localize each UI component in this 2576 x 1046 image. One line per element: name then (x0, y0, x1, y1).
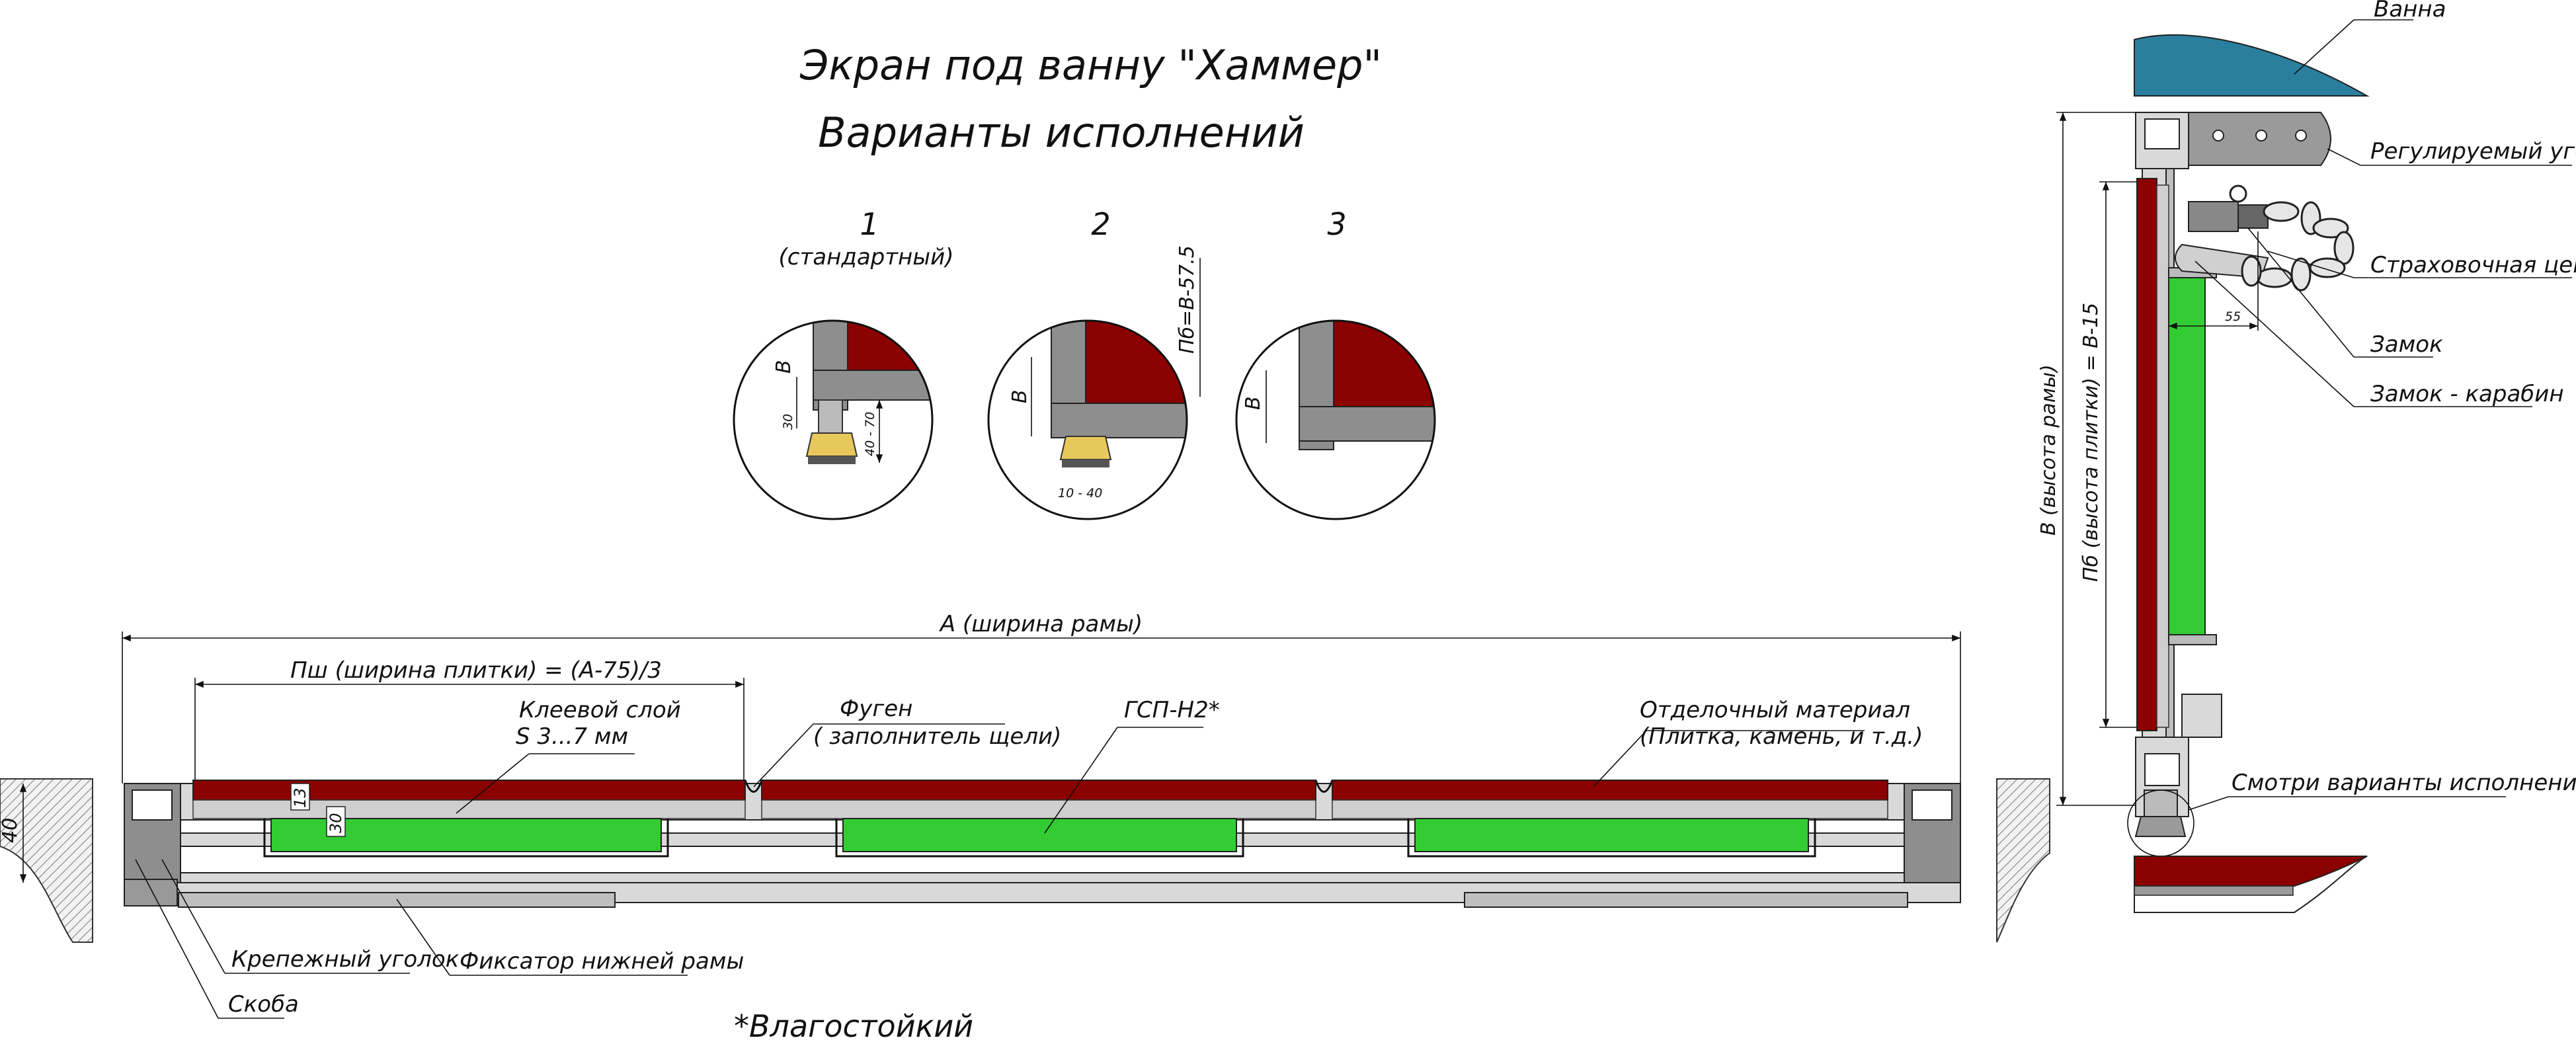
clip-label: Скоба (228, 991, 299, 1018)
bracket-label: Крепежный уголок (231, 946, 460, 973)
carabiner-label: Замок - карабин (2370, 381, 2564, 407)
panel-3 (1332, 780, 1888, 858)
see-variants-label: Смотри варианты исполнений (2232, 770, 2576, 796)
title-line1: Экран под ванну "Хаммер" (799, 41, 1382, 89)
variant-1-circle (733, 319, 934, 520)
corner-label: Регулируемый уголок (2370, 138, 2576, 165)
dim-30: 30 (327, 813, 345, 833)
right-wall (1996, 778, 2050, 943)
mount-clip (124, 879, 178, 906)
lock-body (2188, 201, 2239, 232)
variant-1-b: B (772, 360, 795, 374)
variant-1: 1 (стандартный) B 30 40 - 70 (733, 206, 954, 520)
variant-3-number: 3 (1327, 206, 1346, 242)
dim-40: 40 (0, 818, 22, 843)
variant-2: 2 B 10 - 40 Пб=B-57.5 (987, 206, 1201, 520)
tile-height-label: Пб (высота плитки) = B-15 (2079, 303, 2103, 582)
gsp-label: ГСП-Н2* (1124, 697, 1220, 723)
variant-2-number: 2 (1091, 206, 1110, 242)
bath-label: Ванна (2374, 0, 2446, 22)
panel-2 (761, 780, 1316, 858)
fugen-joint-1 (744, 780, 763, 793)
side-tile (2136, 178, 2157, 731)
height-label: B (высота рамы) (2037, 364, 2060, 536)
variant-2-pb: Пб=B-57.5 (1176, 245, 1199, 354)
title-line2: Варианты исполнений (818, 108, 1305, 157)
fugen-label: Фуген (840, 696, 912, 722)
variant-1-range: 40 - 70 (863, 412, 877, 456)
footnote: *Влагостойкий (734, 1008, 973, 1044)
variant-1-caption: (стандартный) (779, 244, 954, 270)
frame-width-label: A (ширина рамы) (939, 611, 1143, 637)
lock-label: Замок (2370, 331, 2443, 358)
floor-tile (2134, 856, 2368, 887)
glue-label: Клеевой слой (519, 697, 681, 723)
finish-sub: (Плитка, камень, и т.д.) (1640, 723, 1923, 750)
left-wall (0, 778, 93, 943)
dim-55: 55 (2225, 309, 2241, 324)
title-block: Экран под ванну "Хаммер" Варианты исполн… (799, 41, 1382, 157)
tile-width-label: Пш (ширина плитки) = (A-75)/3 (290, 657, 662, 684)
glue-thickness: S 3...7 мм (516, 723, 628, 750)
variant-2-range: 10 - 40 (1058, 486, 1102, 501)
fugen-joint-2 (1314, 780, 1334, 793)
variant-3: 3 B (1235, 206, 1436, 520)
side-section: Ванна Регулируемый уголок (2037, 0, 2576, 913)
variant-2-b: B (1008, 389, 1031, 403)
variant-2-circle (987, 319, 1188, 520)
variant-1-number: 1 (860, 206, 879, 242)
latch-label: Фиксатор нижней рамы (460, 948, 744, 975)
horizontal-section: A (ширина рамы) Пш (ширина плитки) = (A-… (0, 611, 2050, 1044)
variant-3-b: B (1242, 396, 1265, 410)
chain-label: Страховочная цепь (2370, 252, 2576, 278)
dim-13: 13 (291, 787, 309, 808)
variant-3-circle (1235, 319, 1436, 520)
fugen-sub: ( заполнитель щели) (813, 723, 1061, 750)
bath-shape (2134, 34, 2370, 97)
finish-label: Отделочный материал (1640, 697, 1910, 723)
safety-chain (2241, 201, 2355, 292)
side-gsp (2168, 277, 2206, 635)
latch-right (1464, 892, 1908, 908)
variant-1-dim30: 30 (781, 414, 795, 430)
